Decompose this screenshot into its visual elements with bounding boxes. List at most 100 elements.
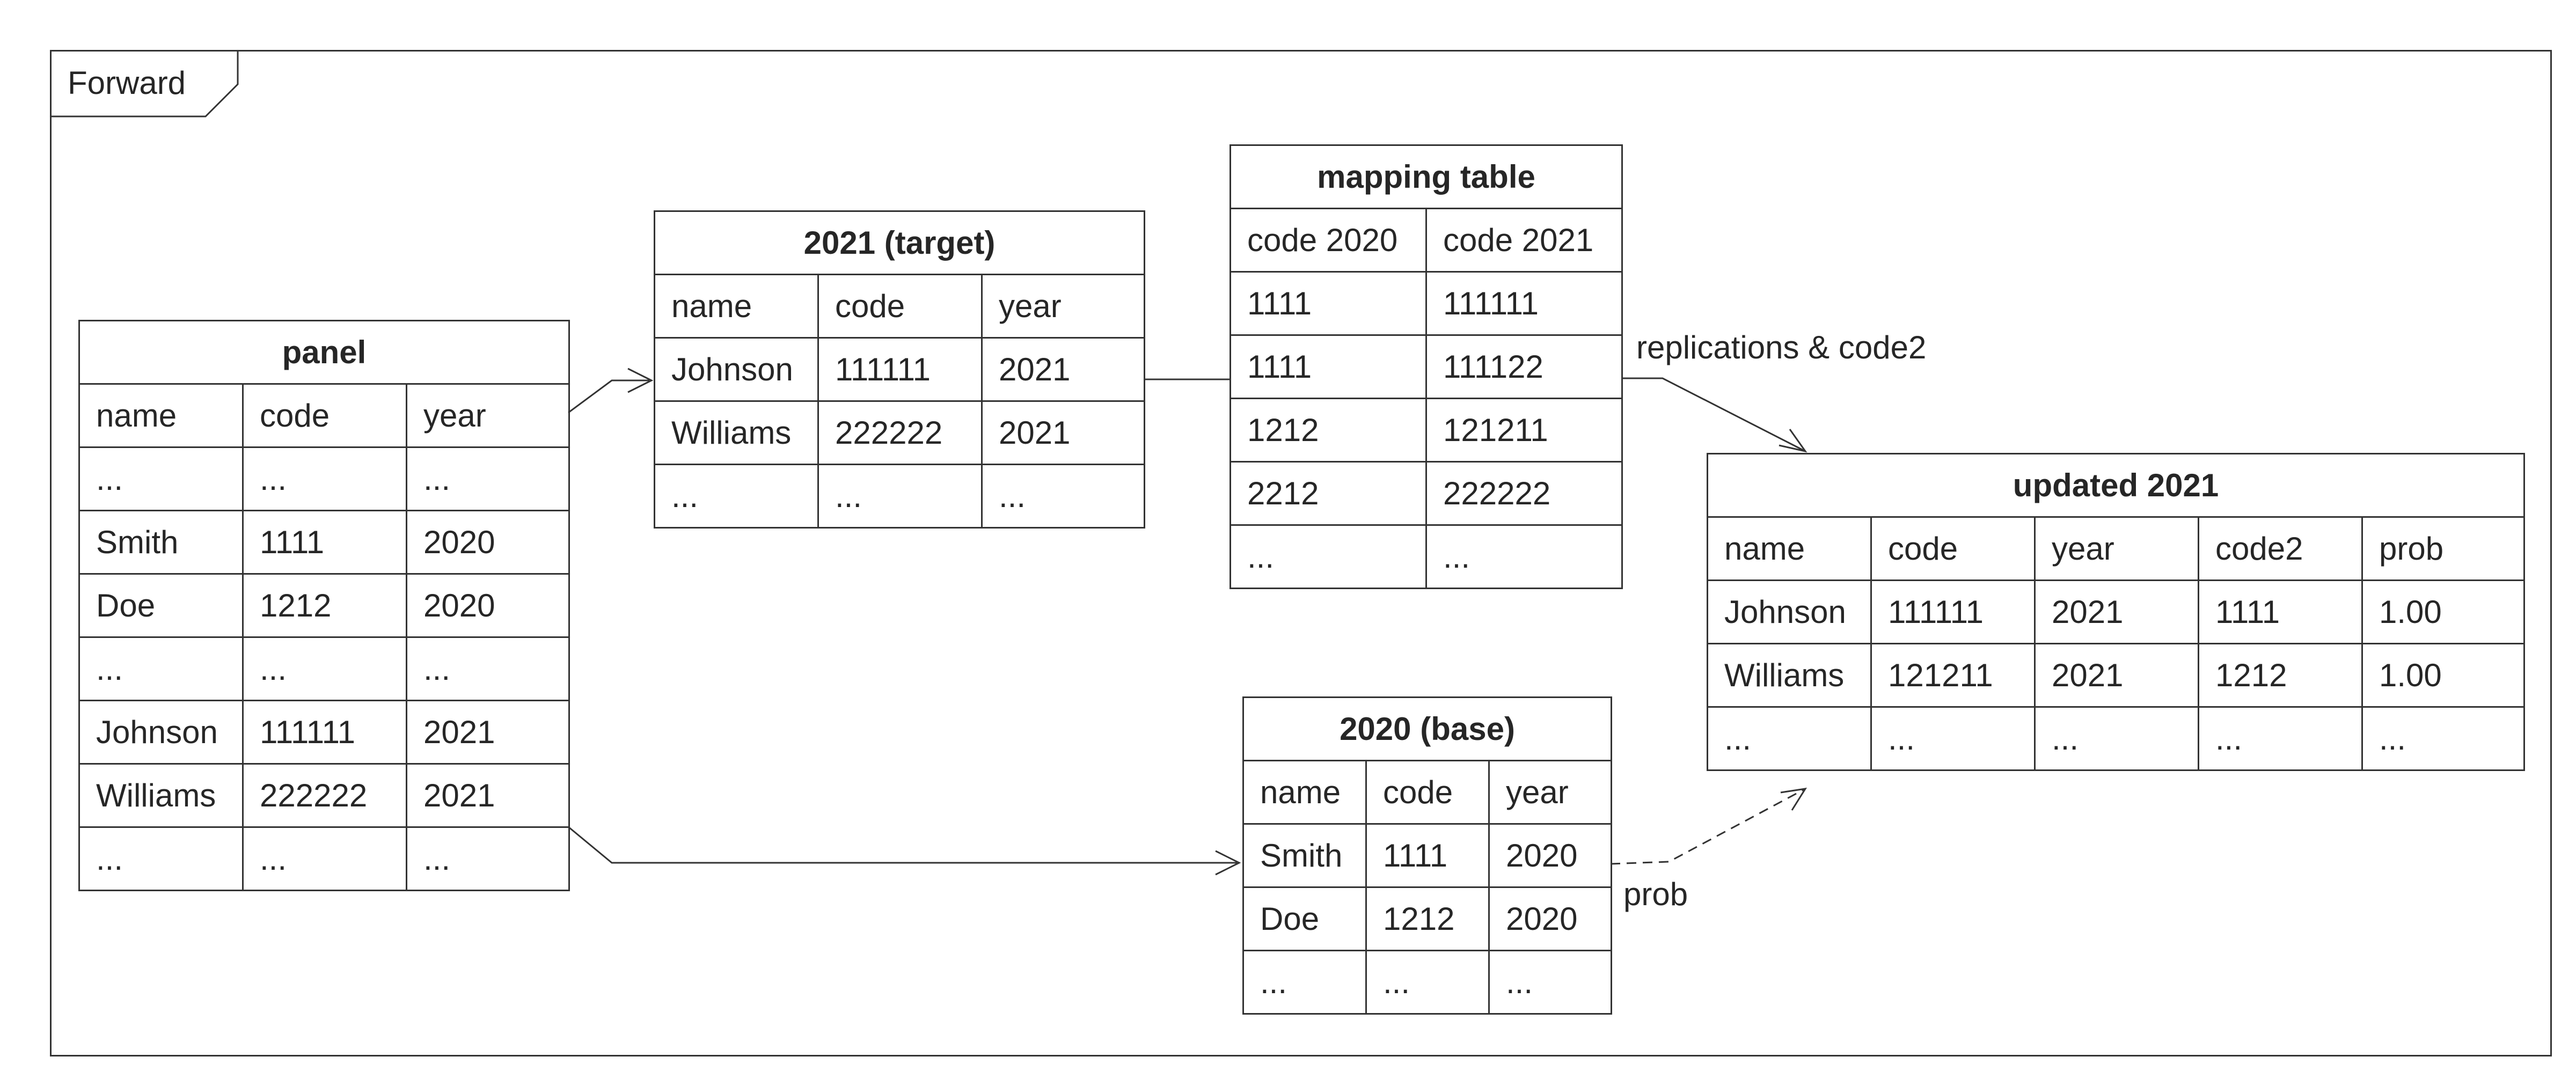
table-cell: Johnson [78, 700, 244, 765]
table-row: ......... [78, 826, 570, 891]
table-cell: 111122 [1425, 334, 1623, 399]
edge-mapping-to-updated-arrowhead [1779, 429, 1807, 453]
table-cell: ... [78, 636, 244, 701]
edge-label-replications: replications & code2 [1636, 329, 1927, 365]
column-header: prob [2361, 516, 2526, 581]
table-cell: ... [654, 464, 819, 529]
table-cell: 1.00 [2361, 579, 2526, 644]
frame-tab [50, 50, 239, 118]
table-cell: 1111 [2198, 579, 2363, 644]
updated-2021-table: updated 2021 name code year code2 prob J… [1706, 453, 2526, 771]
column-header: year [1488, 760, 1613, 825]
table-cell: Johnson [654, 337, 819, 402]
table-cell: 121211 [1870, 643, 2036, 708]
column-header: code [1365, 760, 1490, 825]
table-cell: Williams [654, 400, 819, 465]
table-cell: 2021 [981, 337, 1145, 402]
table-title: mapping table [1229, 144, 1623, 209]
column-header: year [405, 383, 570, 448]
table-row: ......... [78, 636, 570, 701]
column-header: code [817, 274, 983, 339]
table-cell: ... [1230, 524, 1427, 589]
column-header: year [981, 274, 1145, 339]
table-cell: 2021 [2034, 579, 2199, 644]
table-cell: ... [1707, 706, 1872, 771]
edge-mapping-to-updated [1621, 377, 1806, 452]
table-cell: 1212 [242, 573, 407, 638]
table-cell: 1212 [2198, 643, 2363, 708]
column-header: code 2020 [1230, 208, 1427, 273]
table-cell: 121211 [1425, 398, 1623, 463]
table-cell: Smith [1242, 823, 1367, 888]
table-row: ......... [654, 464, 1145, 529]
table-cell: 111111 [242, 700, 407, 765]
table-cell: ... [1242, 950, 1367, 1015]
table-cell: Smith [78, 510, 244, 575]
table-row: ......... [78, 446, 570, 511]
table-cell: 2020 [405, 573, 570, 638]
table-cell: ... [78, 446, 244, 511]
table-cell: 2020 [405, 510, 570, 575]
column-header: name [1242, 760, 1367, 825]
table-title: 2020 (base) [1242, 696, 1613, 761]
frame-label: Forward [68, 65, 186, 101]
table-cell: ... [817, 464, 983, 529]
table-cell: Williams [78, 763, 244, 828]
table-cell: Doe [78, 573, 244, 638]
table-cell: ... [1870, 706, 2036, 771]
table-cell: 2212 [1230, 461, 1427, 526]
edge-panel-to-base [568, 826, 1237, 864]
table-cell: 2020 [1488, 886, 1613, 951]
table-cell: Doe [1242, 886, 1367, 951]
column-header: name [78, 383, 244, 448]
table-cell: 2021 [981, 400, 1145, 465]
table-row: ......... [1242, 950, 1613, 1015]
table-cell: 222222 [1425, 461, 1623, 526]
table-cell: 1212 [1230, 398, 1427, 463]
edge-panel-to-target [568, 379, 649, 414]
table-cell: ... [981, 464, 1145, 529]
table-title: updated 2021 [1706, 453, 2526, 518]
table-cell: ... [242, 446, 407, 511]
table-cell: Johnson [1707, 579, 1872, 644]
table-cell: 111111 [817, 337, 983, 402]
table-cell: 2020 [1488, 823, 1613, 888]
table-cell: 222222 [817, 400, 983, 465]
table-cell: 2021 [2034, 643, 2199, 708]
table-cell: 1111 [1365, 823, 1490, 888]
table-cell: ... [2361, 706, 2526, 771]
table-cell: ... [2198, 706, 2363, 771]
table-cell: ... [1425, 524, 1623, 589]
table-cell: ... [78, 826, 244, 891]
table-row: ............... [1707, 706, 2526, 771]
table-cell: ... [1488, 950, 1613, 1015]
edge-label-prob: prob [1623, 876, 1688, 912]
edge-panel-to-base-arrowhead [1215, 850, 1241, 876]
table-title: panel [78, 320, 570, 385]
table-cell: 111111 [1870, 579, 2036, 644]
table-cell: ... [1365, 950, 1490, 1015]
table-cell: 1.00 [2361, 643, 2526, 708]
table-cell: ... [405, 826, 570, 891]
column-header: name [1707, 516, 1872, 581]
table-cell: 111111 [1425, 271, 1623, 336]
edge-base-to-updated-arrowhead [1780, 788, 1807, 811]
edge-panel-to-target-arrowhead [627, 368, 654, 393]
column-header: year [2034, 516, 2199, 581]
column-header: name [654, 274, 819, 339]
